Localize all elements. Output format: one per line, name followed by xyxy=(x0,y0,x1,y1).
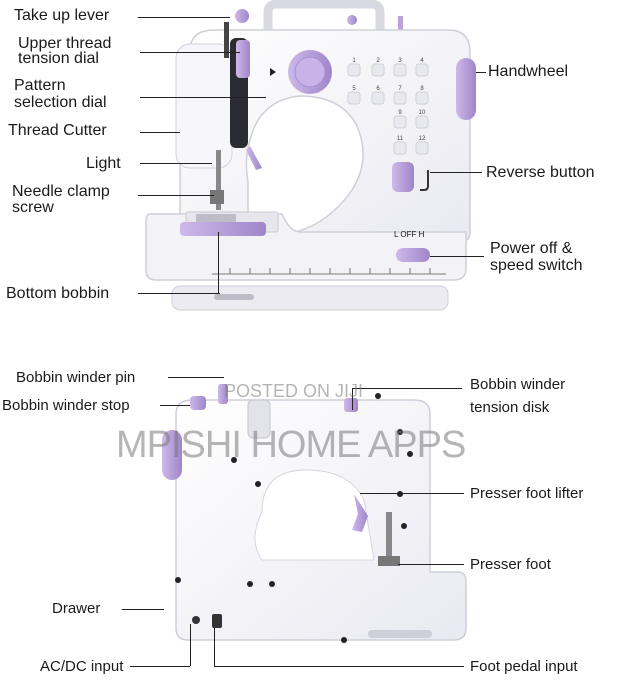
stitch-number-12: 12 xyxy=(419,136,426,142)
power-speed-switch xyxy=(396,248,430,262)
head-front-panel xyxy=(175,43,233,169)
carry-handle xyxy=(263,0,385,35)
label-upper-thread-line2: tension dial xyxy=(18,50,99,67)
stitch-pattern-grid xyxy=(347,63,429,155)
label-handwheel: Handwheel xyxy=(488,63,569,80)
label-needle-clamp-line1: Needle clamp xyxy=(12,183,110,200)
label-thread-cutter: Thread Cutter xyxy=(8,122,107,139)
top-knob-right xyxy=(347,15,357,25)
label-light: Light xyxy=(86,155,121,172)
label-reverse-button: Reverse button xyxy=(486,164,595,181)
presser-bar xyxy=(216,150,221,210)
stitch-number-2: 2 xyxy=(376,58,380,64)
bobbin-winder-stop xyxy=(190,396,206,410)
bobbin-winder-tension-disk xyxy=(247,399,271,439)
stitch-number-5: 5 xyxy=(352,86,356,92)
stitch-number-11: 11 xyxy=(397,136,404,142)
label-pattern-line1: Pattern xyxy=(14,77,66,94)
watermark-brand: MPISHI HOME APPS xyxy=(116,424,466,466)
label-tension-disk-line2: tension disk xyxy=(470,399,550,416)
label-ac-dc-input: AC/DC input xyxy=(40,658,124,675)
label-power-line2: speed switch xyxy=(490,257,583,274)
label-drawer: Drawer xyxy=(52,600,101,617)
reverse-button xyxy=(392,162,414,192)
label-bottom-bobbin: Bottom bobbin xyxy=(6,285,110,302)
top-pin xyxy=(398,16,403,30)
label-needle-clamp-line2: screw xyxy=(12,199,54,216)
label-take-up-lever: Take up lever xyxy=(14,7,110,24)
bobbin-cover xyxy=(180,222,266,236)
screw-dots xyxy=(175,393,413,643)
label-foot-pedal-input: Foot pedal input xyxy=(470,658,578,675)
label-tension-disk-line1: Bobbin winder xyxy=(470,376,566,393)
label-presser-foot: Presser foot xyxy=(470,556,551,573)
stitch-number-9: 9 xyxy=(398,110,402,116)
ruler-ticks xyxy=(229,268,431,274)
presser-foot-lifter xyxy=(352,494,368,532)
take-up-lever xyxy=(224,22,229,58)
switch-marking: L OFF H xyxy=(394,230,425,239)
drawer-shape xyxy=(368,630,432,638)
top-knob-left xyxy=(235,9,249,23)
needle-clamp xyxy=(210,190,224,204)
label-presser-foot-lifter: Presser foot lifter xyxy=(470,485,584,502)
label-bobbin-winder-stop: Bobbin winder stop xyxy=(2,397,130,414)
stitch-number-8: 8 xyxy=(420,86,424,92)
handwheel-back xyxy=(162,430,182,480)
needle-bar-back xyxy=(386,512,392,558)
label-power-line1: Power off & xyxy=(490,240,573,257)
dial-pointer xyxy=(270,68,276,76)
presser-foot-shape xyxy=(378,556,400,566)
stitch-number-3: 3 xyxy=(398,58,402,64)
free-arm-opening xyxy=(254,469,375,561)
ac-dc-socket xyxy=(192,616,200,624)
stitch-number-6: 6 xyxy=(376,86,380,92)
label-pattern-line2: selection dial xyxy=(14,94,107,111)
stitch-number-7: 7 xyxy=(398,86,402,92)
stitch-number-1: 1 xyxy=(352,58,356,64)
thread-cutter xyxy=(246,146,262,170)
accessory-tray xyxy=(171,285,449,311)
watermark-posted: POSTED ON JIJI xyxy=(224,381,364,401)
bobbin-winder-pin xyxy=(218,384,228,404)
label-upper-thread-line1: Upper thread xyxy=(18,35,112,52)
foot-pedal-socket xyxy=(212,614,222,628)
tension-dial xyxy=(236,40,250,78)
stitch-number-10: 10 xyxy=(419,110,426,116)
handwheel xyxy=(456,58,476,120)
label-bobbin-winder-pin: Bobbin winder pin xyxy=(16,369,136,386)
stitch-number-4: 4 xyxy=(420,58,424,64)
